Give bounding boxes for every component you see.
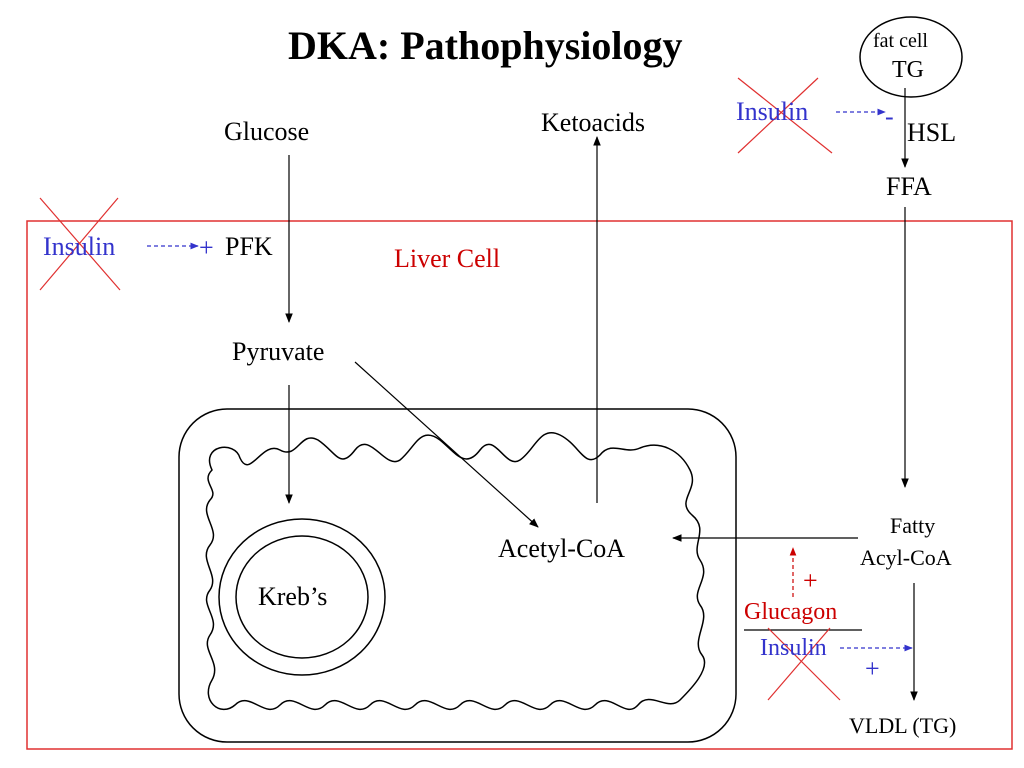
mitochondrion-cristae <box>205 432 706 711</box>
insulin-left-label: Insulin <box>43 232 116 261</box>
ketoacids-label: Ketoacids <box>541 108 645 137</box>
mitochondrion-outer <box>178 408 737 743</box>
acetyl-coa-label: Acetyl-CoA <box>498 534 626 563</box>
glucagon-plus-sign: + <box>803 566 818 595</box>
fatty-label: Fatty <box>890 513 936 538</box>
fat-cell-label: fat cell <box>873 30 928 52</box>
cross-insulin-top <box>737 77 833 154</box>
arrow-pyruvate-to-acetylcoa <box>354 361 539 528</box>
krebs-label: Kreb’s <box>258 582 328 611</box>
liver-cell-label: Liver Cell <box>394 244 501 273</box>
krebs-inner-ring <box>235 535 369 659</box>
pfk-plus-sign: + <box>199 233 214 262</box>
vldl-plus-sign: + <box>865 654 880 683</box>
pyruvate-label: Pyruvate <box>232 337 325 366</box>
glucagon-label: Glucagon <box>744 599 838 625</box>
liver-cell-border <box>26 220 1013 750</box>
glucose-label: Glucose <box>224 117 310 146</box>
ffa-label: FFA <box>886 172 932 201</box>
insulin-bottom-label: Insulin <box>760 635 827 661</box>
insulin-top-label: Insulin <box>736 97 809 126</box>
cross-insulin-left <box>39 197 121 291</box>
cross-insulin-bottom <box>767 627 841 701</box>
krebs-outer-ring <box>218 518 386 676</box>
hsl-minus-sign: - <box>885 102 894 131</box>
pfk-label: PFK <box>225 232 273 261</box>
page-title: DKA: Pathophysiology <box>288 23 683 68</box>
fat-cell-ellipse <box>859 16 963 98</box>
acyl-coa-label: Acyl-CoA <box>860 545 952 570</box>
tg-label: TG <box>892 57 924 83</box>
vldl-label: VLDL (TG) <box>849 713 957 738</box>
hsl-label: HSL <box>907 118 957 147</box>
